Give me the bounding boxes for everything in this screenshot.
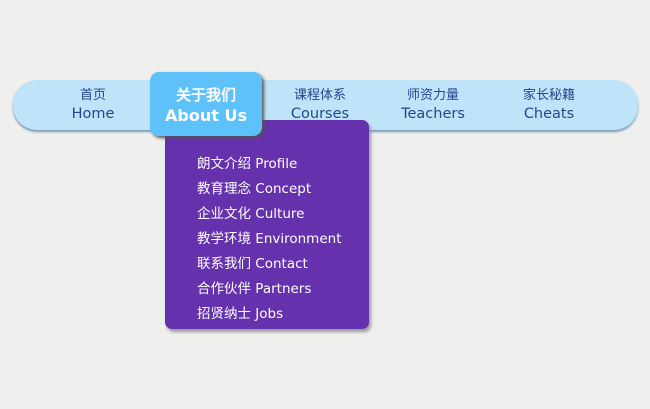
nav-item-home[interactable]: 首页 Home: [37, 80, 149, 130]
nav-label-zh: 首页: [79, 88, 106, 103]
menu-item-jobs[interactable]: 招贤纳士 Jobs: [197, 306, 284, 322]
nav-label-zh: 课程体系: [293, 88, 346, 103]
menu-item-environment[interactable]: 教学环境 Environment: [197, 231, 342, 247]
nav-item-teachers[interactable]: 师资力量 Teachers: [377, 80, 489, 130]
nav-label-zh: 家长秘籍: [522, 88, 575, 103]
menu-item-contact[interactable]: 联系我们 Contact: [197, 256, 308, 272]
menu-item-concept[interactable]: 教育理念 Concept: [197, 181, 312, 197]
nav-item-courses[interactable]: 课程体系 Courses: [264, 80, 376, 130]
nav-item-cheats[interactable]: 家长秘籍 Cheats: [493, 80, 605, 130]
nav-label-zh: 师资力量: [406, 88, 459, 103]
menu-item-partners[interactable]: 合作伙伴 Partners: [197, 281, 312, 297]
menu-item-profile[interactable]: 朗文介绍 Profile: [197, 156, 298, 172]
nav-item-about-us[interactable]: 关于我们 About Us: [150, 72, 262, 136]
nav-label-en: About Us: [165, 106, 247, 125]
nav-label-zh: 关于我们: [175, 86, 236, 104]
nav-label-en: Courses: [290, 106, 350, 122]
about-dropdown-menu: 朗文介绍 Profile 教育理念 Concept 企业文化 Culture 教…: [165, 120, 369, 329]
nav-label-en: Teachers: [401, 106, 465, 122]
nav-label-en: Home: [71, 106, 115, 122]
nav-label-en: Cheats: [523, 106, 575, 122]
menu-item-culture[interactable]: 企业文化 Culture: [197, 206, 305, 222]
